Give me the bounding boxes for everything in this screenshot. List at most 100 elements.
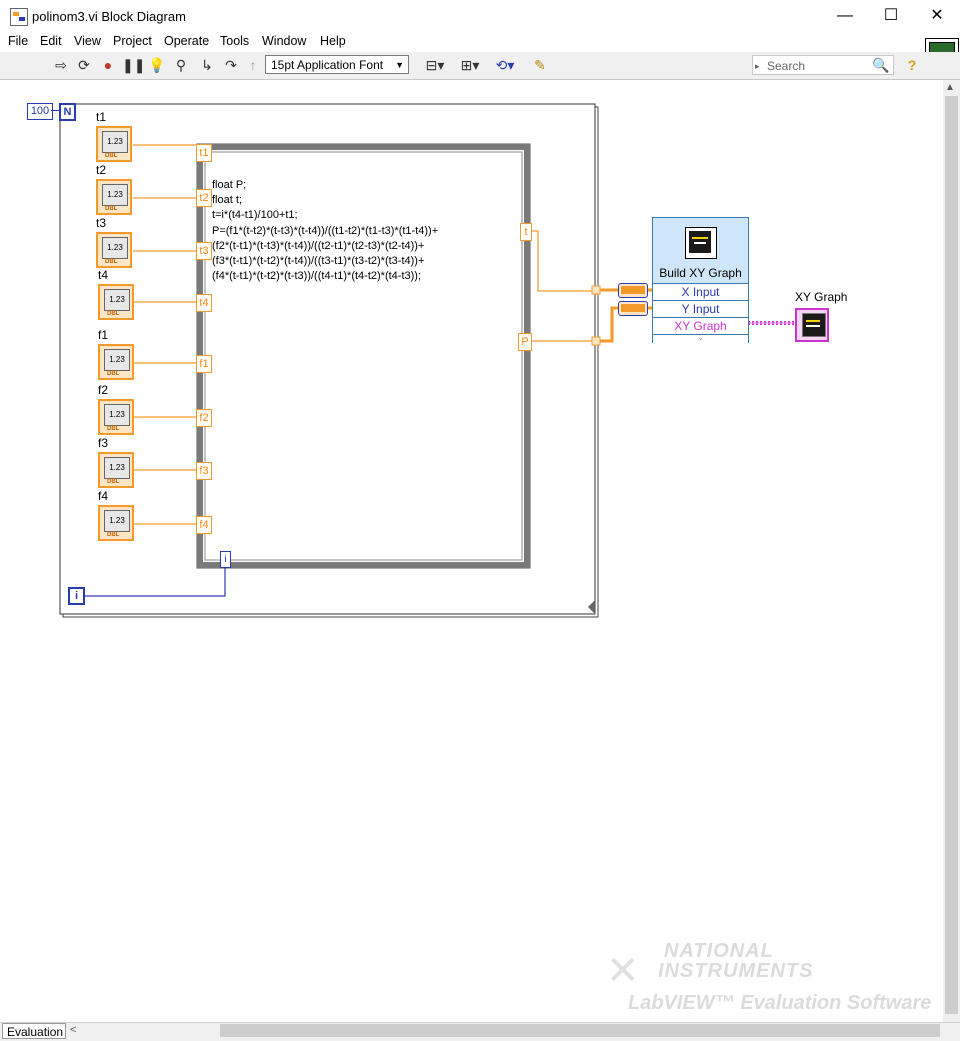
chevron-down-icon: ▼ — [395, 60, 404, 70]
loop-tunnel-t — [591, 285, 601, 295]
watermark-line2: INSTRUMENTS — [658, 960, 814, 982]
search-input[interactable]: ▸ Search — [752, 55, 894, 75]
control-value-t2: 1.23 — [102, 184, 128, 206]
formula-line: (f4*(t-t1)*(t-t2)*(t-t3))/((t4-t1)*(t4-t… — [212, 270, 422, 283]
run-continuously-icon[interactable]: ⟳ — [78, 57, 90, 73]
menu-window[interactable]: Window — [262, 34, 307, 48]
formula-input-t1[interactable]: t1 — [196, 144, 212, 162]
formula-line: (f3*(t-t1)*(t-t2)*(t-t4))/((t3-t1)*(t3-t… — [212, 255, 425, 268]
abort-icon[interactable]: ● — [103, 57, 113, 73]
font-select[interactable]: 15pt Application Font ▼ — [265, 55, 409, 74]
formula-input-f1[interactable]: f1 — [196, 355, 212, 373]
watermark-line1: NATIONAL — [664, 940, 774, 962]
menu-help[interactable]: Help — [320, 34, 346, 48]
control-label-f3: f3 — [98, 436, 109, 450]
wire-i — [84, 568, 226, 597]
distribute-objects-icon[interactable]: ⊞▾ — [460, 57, 480, 73]
control-value-f1: 1.23 — [104, 349, 130, 371]
xy-graph-output-terminal[interactable]: XY Graph — [653, 317, 748, 335]
formula-output-p[interactable]: P — [518, 333, 532, 351]
xy-graph-label: XY Graph — [795, 290, 848, 304]
menu-file[interactable]: File — [8, 34, 29, 48]
menu-tools[interactable]: Tools — [220, 34, 250, 48]
control-type-t1: DBL — [105, 153, 118, 159]
close-button[interactable]: ✕ — [930, 7, 944, 24]
formula-node-inner — [204, 151, 523, 561]
step-out-icon[interactable]: ↑ — [249, 57, 257, 73]
formula-input-i[interactable]: i — [220, 551, 231, 568]
menu-operate[interactable]: Operate — [164, 34, 210, 48]
xy-graph-icon — [685, 227, 717, 259]
xy-graph-indicator[interactable] — [795, 308, 829, 342]
formula-line: float t; — [212, 194, 242, 207]
loop-resize-corner — [588, 600, 595, 614]
control-label-f4: f4 — [98, 489, 109, 503]
menu-view[interactable]: View — [74, 34, 101, 48]
scroll-left-icon[interactable]: < — [70, 1024, 77, 1036]
formula-line: float P; — [212, 179, 247, 191]
formula-input-t4[interactable]: t4 — [196, 294, 212, 312]
formula-code[interactable]: float P; float t; t=i*(t4-t1)/100+t1; P=… — [212, 178, 438, 284]
title-bar: polinom3.vi Block Diagram — ☐ ✕ — [0, 0, 960, 33]
formula-input-f3[interactable]: f3 — [196, 462, 212, 480]
watermark-line3: LabVIEW™ Evaluation Software — [628, 992, 932, 1014]
menu-edit[interactable]: Edit — [40, 34, 62, 48]
scroll-up-icon[interactable]: ▲ — [945, 82, 955, 93]
control-type-t4: DBL — [107, 311, 120, 317]
minimize-button[interactable]: — — [837, 7, 853, 24]
status-label: Evaluation — [2, 1023, 66, 1039]
highlight-execution-icon[interactable]: 💡 — [148, 57, 166, 73]
formula-line: (f2*(t-t1)*(t-t3)*(t-t4))/((t2-t1)*(t2-t… — [212, 239, 425, 252]
run-arrow-icon[interactable]: ⇨ — [55, 57, 67, 73]
formula-input-f4[interactable]: f4 — [196, 516, 212, 534]
control-type-t2: DBL — [105, 206, 118, 212]
step-into-icon[interactable]: ↳ — [201, 57, 213, 73]
build-xy-graph-node[interactable]: Build XY Graph X Input Y Input XY Graph … — [652, 217, 749, 343]
control-label-f1: f1 — [98, 328, 109, 342]
retain-wire-values-icon[interactable]: ⚲ — [175, 57, 187, 73]
control-value-t3: 1.23 — [102, 237, 128, 259]
formula-input-t3[interactable]: t3 — [196, 242, 212, 260]
reorder-icon[interactable]: ⟲▾ — [495, 57, 515, 73]
control-value-f4: 1.23 — [104, 510, 130, 532]
x-input-terminal[interactable]: X Input — [653, 283, 748, 301]
loop-iteration-terminal[interactable]: i — [68, 587, 85, 605]
menu-project[interactable]: Project — [113, 34, 152, 48]
control-label-t1: t1 — [96, 110, 107, 124]
control-value-f3: 1.23 — [104, 457, 130, 479]
formula-input-t2[interactable]: t2 — [196, 189, 212, 207]
formula-line: P=(f1*(t-t2)*(t-t3)*(t-t4))/((t1-t2)*(t1… — [212, 224, 439, 237]
y-input-terminal[interactable]: Y Input — [653, 300, 748, 318]
control-label-t4: t4 — [98, 268, 109, 282]
convert-to-dynamic-data-x[interactable] — [618, 283, 648, 298]
vi-icon — [10, 8, 28, 26]
horizontal-scroll-thumb[interactable] — [220, 1024, 940, 1037]
formula-input-f2[interactable]: f2 — [196, 409, 212, 427]
maximize-button[interactable]: ☐ — [883, 7, 899, 24]
expand-chevron-icon[interactable]: ⌄ — [653, 334, 748, 343]
search-icon[interactable]: 🔍 — [872, 57, 890, 73]
loop-count-wire — [51, 110, 59, 111]
wire-t-out — [532, 230, 596, 292]
control-type-t3: DBL — [105, 259, 118, 265]
vertical-scroll-thumb[interactable] — [945, 96, 958, 1014]
formula-output-t[interactable]: t — [520, 223, 532, 241]
clean-up-diagram-icon[interactable]: ✎ — [534, 57, 546, 73]
control-type-f3: DBL — [107, 479, 120, 485]
align-objects-icon[interactable]: ⊟▾ — [425, 57, 445, 73]
pause-icon[interactable]: ❚❚ — [122, 57, 146, 73]
loop-count-terminal[interactable]: N — [59, 103, 76, 121]
loop-count-constant[interactable]: 100 — [27, 103, 53, 120]
help-icon[interactable]: ? — [907, 57, 917, 73]
convert-to-dynamic-data-y[interactable] — [618, 301, 648, 316]
step-over-icon[interactable]: ↷ — [225, 57, 237, 73]
toolbar: ⇨ ⟳ ● ❚❚ 💡 ⚲ ↳ ↷ ↑ 15pt Application Font… — [0, 52, 960, 80]
